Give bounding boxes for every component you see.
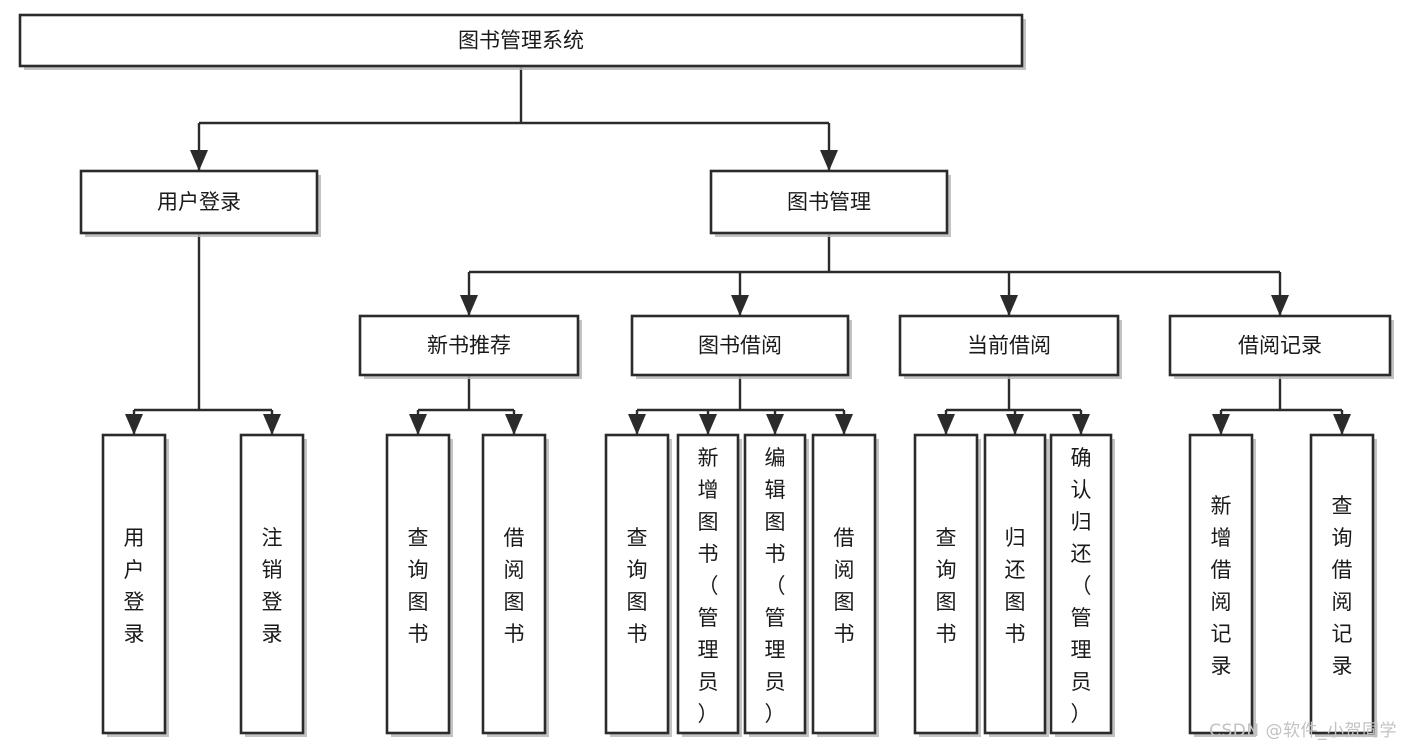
- node-leaf-9[interactable]: 归还图书: [983, 433, 1049, 737]
- arrow-head-icon: [505, 414, 523, 435]
- node-level1-用户登录[interactable]: 用户登录: [79, 169, 321, 237]
- arrow-head-icon: [937, 414, 955, 435]
- node-leaf-11[interactable]: 新增借阅记录: [1188, 433, 1256, 737]
- node-leaf-5[interactable]: 新增图书（管理员）: [676, 433, 742, 737]
- node-label: 借阅图书: [504, 526, 525, 646]
- node-label: 新增借阅记录: [1211, 494, 1232, 678]
- node-leaf-8[interactable]: 查询图书: [913, 433, 981, 737]
- node-leaf-1[interactable]: 注销登录: [239, 433, 307, 737]
- node-level2-当前借阅[interactable]: 当前借阅: [898, 314, 1122, 379]
- node-leaf-4[interactable]: 查询图书: [604, 433, 672, 737]
- node-rect[interactable]: [811, 433, 877, 735]
- node-label: 借阅记录: [1238, 334, 1322, 358]
- node-rect[interactable]: [481, 433, 547, 735]
- node-rect[interactable]: [913, 433, 979, 735]
- arrow-head-icon: [1072, 414, 1090, 435]
- node-rect[interactable]: [18, 13, 1024, 68]
- node-leaf-12[interactable]: 查询借阅记录: [1309, 433, 1377, 737]
- node-rect[interactable]: [630, 314, 850, 377]
- node-rect[interactable]: [1168, 314, 1392, 377]
- node-leaf-2[interactable]: 查询图书: [385, 433, 453, 737]
- node-leaf-10[interactable]: 确认归还（管理员）: [1049, 433, 1115, 737]
- node-rect[interactable]: [1188, 433, 1254, 735]
- node-label: 图书管理: [787, 190, 871, 214]
- node-label: 图书借阅: [698, 334, 782, 358]
- node-rect[interactable]: [358, 314, 580, 377]
- node-leaf-7[interactable]: 借阅图书: [811, 433, 879, 737]
- arrow-head-icon: [190, 150, 208, 171]
- node-leaf-3[interactable]: 借阅图书: [481, 433, 549, 737]
- node-rect[interactable]: [1309, 433, 1375, 735]
- node-rect[interactable]: [385, 433, 451, 735]
- node-rect[interactable]: [604, 433, 670, 735]
- arrow-head-icon: [460, 295, 478, 316]
- arrow-head-icon: [1333, 414, 1351, 435]
- node-label: 当前借阅: [967, 334, 1051, 358]
- node-label: 用户登录: [157, 190, 241, 214]
- arrow-head-icon: [1212, 414, 1230, 435]
- node-label: 查询图书: [627, 526, 648, 646]
- node-rect[interactable]: [898, 314, 1120, 377]
- node-label: 查询图书: [408, 526, 429, 646]
- arrow-head-icon: [125, 414, 143, 435]
- connector-layer: [125, 66, 1351, 435]
- node-label: 查询图书: [936, 526, 957, 646]
- arrow-head-icon: [409, 414, 427, 435]
- arrow-head-icon: [731, 295, 749, 316]
- arrow-head-icon: [1006, 414, 1024, 435]
- node-label: 借阅图书: [834, 526, 855, 646]
- node-label: 编辑图书（管理员）: [765, 446, 786, 726]
- node-label: 用户登录: [124, 526, 145, 646]
- node-label: 确认归还（管理员）: [1071, 446, 1092, 726]
- node-label: 查询借阅记录: [1332, 494, 1353, 678]
- node-rect[interactable]: [743, 433, 807, 735]
- arrow-head-icon: [766, 414, 784, 435]
- node-rect[interactable]: [709, 169, 949, 235]
- node-rect[interactable]: [79, 169, 319, 235]
- node-leaf-6[interactable]: 编辑图书（管理员）: [743, 433, 809, 737]
- arrow-head-icon: [1000, 295, 1018, 316]
- node-label: 新书推荐: [427, 334, 511, 358]
- arrow-head-icon: [699, 414, 717, 435]
- arrow-head-icon: [835, 414, 853, 435]
- node-label: 新增图书（管理员）: [698, 446, 719, 726]
- node-label: 归还图书: [1005, 526, 1026, 646]
- node-layer: 图书管理系统用户登录图书管理新书推荐图书借阅当前借阅借阅记录用户登录注销登录查询…: [18, 13, 1394, 737]
- node-label: 注销登录: [262, 526, 283, 646]
- watermark-text: CSDN @软件_小贺同学: [1209, 721, 1397, 741]
- node-level2-新书推荐[interactable]: 新书推荐: [358, 314, 582, 379]
- node-root-图书管理系统[interactable]: 图书管理系统: [18, 13, 1026, 70]
- node-level2-图书借阅[interactable]: 图书借阅: [630, 314, 852, 379]
- node-leaf-0[interactable]: 用户登录: [101, 433, 169, 737]
- node-rect[interactable]: [1049, 433, 1113, 735]
- node-level2-借阅记录[interactable]: 借阅记录: [1168, 314, 1394, 379]
- arrow-head-icon: [628, 414, 646, 435]
- node-rect[interactable]: [101, 433, 167, 735]
- arrow-head-icon: [1271, 295, 1289, 316]
- arrow-head-icon: [820, 150, 838, 171]
- node-rect[interactable]: [239, 433, 305, 735]
- arrow-head-icon: [263, 414, 281, 435]
- node-level1-图书管理[interactable]: 图书管理: [709, 169, 951, 237]
- node-rect[interactable]: [983, 433, 1047, 735]
- node-rect[interactable]: [676, 433, 740, 735]
- node-label: 图书管理系统: [458, 29, 584, 53]
